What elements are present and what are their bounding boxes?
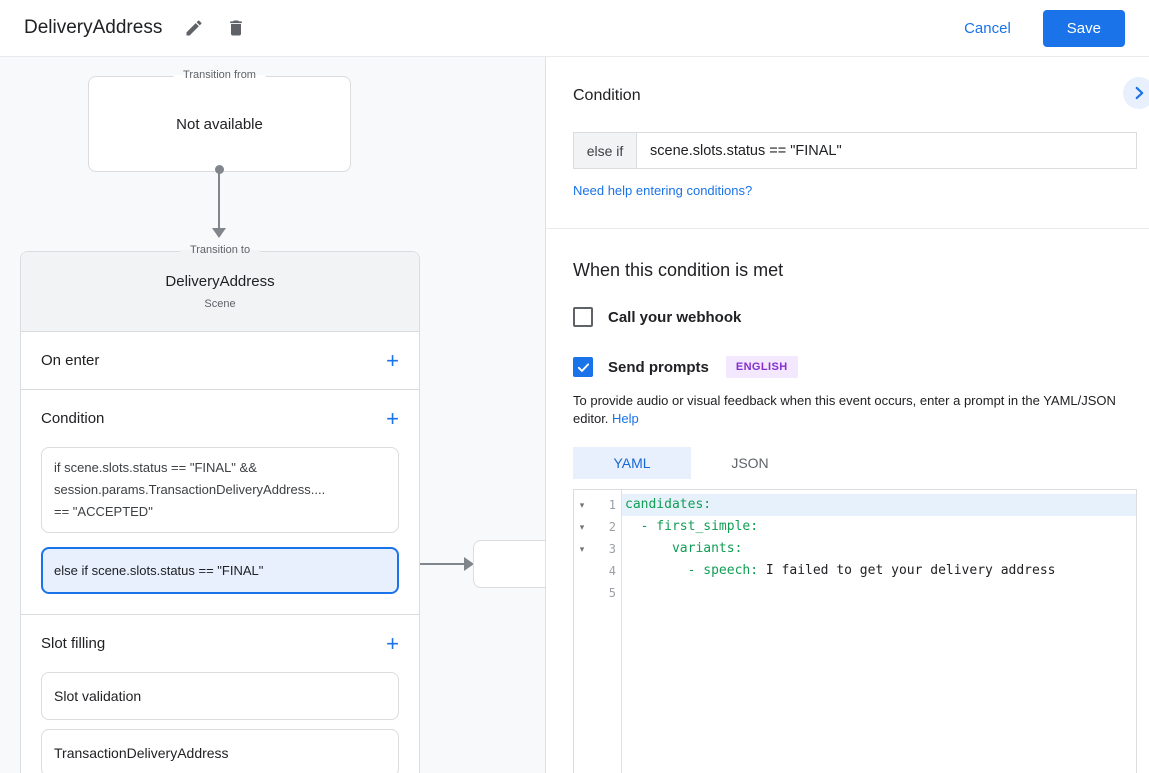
transition-from-label: Transition from xyxy=(173,69,266,81)
prompts-description-text: To provide audio or visual feedback when… xyxy=(573,393,1116,426)
slot-item-label: TransactionDeliveryAddress xyxy=(54,745,229,761)
webhook-checkbox[interactable] xyxy=(573,307,593,327)
edit-scene-button[interactable] xyxy=(184,18,204,38)
condition-line: else if scene.slots.status == "FINAL" xyxy=(54,562,264,578)
editor-code[interactable]: candidates: - first_simple: variants: - … xyxy=(622,490,1136,773)
language-badge: ENGLISH xyxy=(725,356,798,378)
condition-expression-value[interactable]: scene.slots.status == "FINAL" xyxy=(650,142,842,159)
top-bar: DeliveryAddress Cancel Save xyxy=(0,0,1149,57)
yaml-key-token: candidates: xyxy=(625,497,712,512)
line-number: 3 xyxy=(608,542,616,556)
scene-card-header: DeliveryAddress Scene xyxy=(21,252,419,332)
condition-section: Condition + if scene.slots.status == "FI… xyxy=(21,390,419,615)
slot-item[interactable]: Slot validation xyxy=(41,672,399,720)
line-number: 2 xyxy=(608,520,616,534)
on-enter-section: On enter + xyxy=(21,332,419,390)
add-on-enter-button[interactable]: + xyxy=(386,347,399,373)
delete-scene-button[interactable] xyxy=(226,18,246,38)
transition-target-node[interactable] xyxy=(473,540,545,588)
condition-prefix: else if xyxy=(574,133,637,168)
scene-type: Scene xyxy=(204,298,236,310)
connector-dot xyxy=(215,165,224,174)
condition-item[interactable]: if scene.slots.status == "FINAL" && sess… xyxy=(41,447,399,533)
connector-line xyxy=(404,563,464,565)
add-condition-button[interactable]: + xyxy=(386,405,399,431)
collapse-panel-button[interactable] xyxy=(1123,77,1149,109)
scene-diagram-canvas: Transition from Not available Transition… xyxy=(0,57,545,773)
send-prompts-checkbox[interactable] xyxy=(573,357,593,377)
panel-divider xyxy=(546,228,1149,229)
panel-title: Condition xyxy=(573,87,641,104)
arrow-down-icon xyxy=(212,228,226,238)
gutter-row: 5 xyxy=(574,582,621,604)
page-title: DeliveryAddress xyxy=(24,17,163,38)
webhook-label: Call your webhook xyxy=(608,308,742,326)
condition-editor-panel: Condition else if scene.slots.status == … xyxy=(545,57,1149,773)
fold-toggle-icon[interactable]: ▾ xyxy=(579,499,585,510)
gutter-row: ▾2 xyxy=(574,516,621,538)
code-line[interactable] xyxy=(622,582,1136,604)
connector-line xyxy=(218,173,220,228)
fold-toggle-icon[interactable]: ▾ xyxy=(579,543,585,554)
code-line[interactable]: variants: xyxy=(622,538,1136,560)
scene-name: DeliveryAddress xyxy=(165,273,275,290)
fold-toggle-icon[interactable]: ▾ xyxy=(579,521,585,532)
condition-line: if scene.slots.status == "FINAL" && xyxy=(54,460,257,475)
condition-expression-input: else if scene.slots.status == "FINAL" xyxy=(573,132,1137,169)
condition-item-selected[interactable]: else if scene.slots.status == "FINAL" xyxy=(41,547,399,594)
arrow-right-icon xyxy=(464,557,474,571)
code-line[interactable]: candidates: xyxy=(622,494,1136,516)
chevron-right-icon xyxy=(1128,82,1149,104)
code-line[interactable]: - first_simple: xyxy=(622,516,1136,538)
line-number: 4 xyxy=(608,564,616,578)
slot-filling-label: Slot filling xyxy=(41,635,106,652)
yaml-key-token: - speech: xyxy=(625,563,759,578)
gutter-row: 4 xyxy=(574,560,621,582)
save-button[interactable]: Save xyxy=(1042,9,1125,47)
slot-item-label: Slot validation xyxy=(54,688,142,704)
gutter-row: ▾1 xyxy=(574,494,621,516)
send-prompts-label: Send prompts xyxy=(608,358,709,376)
condition-line: == "ACCEPTED" xyxy=(54,504,153,519)
yaml-key-token: - first_simple: xyxy=(625,519,759,534)
code-line[interactable]: - speech: I failed to get your delivery … xyxy=(622,560,1136,582)
prompts-description: To provide audio or visual feedback when… xyxy=(573,392,1137,428)
on-enter-label: On enter xyxy=(41,352,100,369)
editor-format-tabs: YAML JSON xyxy=(573,447,1137,479)
slot-item[interactable]: TransactionDeliveryAddress xyxy=(41,729,399,773)
gutter-row: ▾3 xyxy=(574,538,621,560)
condition-line: session.params.TransactionDeliveryAddres… xyxy=(54,482,326,497)
transition-from-node: Transition from Not available xyxy=(88,69,351,172)
cancel-button[interactable]: Cancel xyxy=(964,19,1011,37)
pencil-icon xyxy=(184,18,204,38)
check-icon xyxy=(576,360,591,375)
slot-filling-section: Slot filling + Slot validation Transacti… xyxy=(21,615,419,773)
tab-yaml[interactable]: YAML xyxy=(573,447,691,479)
condition-met-heading: When this condition is met xyxy=(573,260,784,280)
yaml-text-token: I failed to get your delivery address xyxy=(758,563,1056,578)
scene-card: Transition to DeliveryAddress Scene On e… xyxy=(20,244,420,773)
conditions-help-link[interactable]: Need help entering conditions? xyxy=(573,183,753,198)
prompts-help-link[interactable]: Help xyxy=(612,411,639,426)
line-number: 1 xyxy=(608,498,616,512)
transition-to-label: Transition to xyxy=(179,244,261,256)
add-slot-button[interactable]: + xyxy=(386,630,399,656)
condition-label: Condition xyxy=(41,410,105,427)
yaml-key-token: variants: xyxy=(625,541,743,556)
tab-json[interactable]: JSON xyxy=(731,455,769,471)
trash-icon xyxy=(226,18,246,38)
transition-from-value: Not available xyxy=(176,115,263,133)
line-number: 5 xyxy=(608,586,616,600)
